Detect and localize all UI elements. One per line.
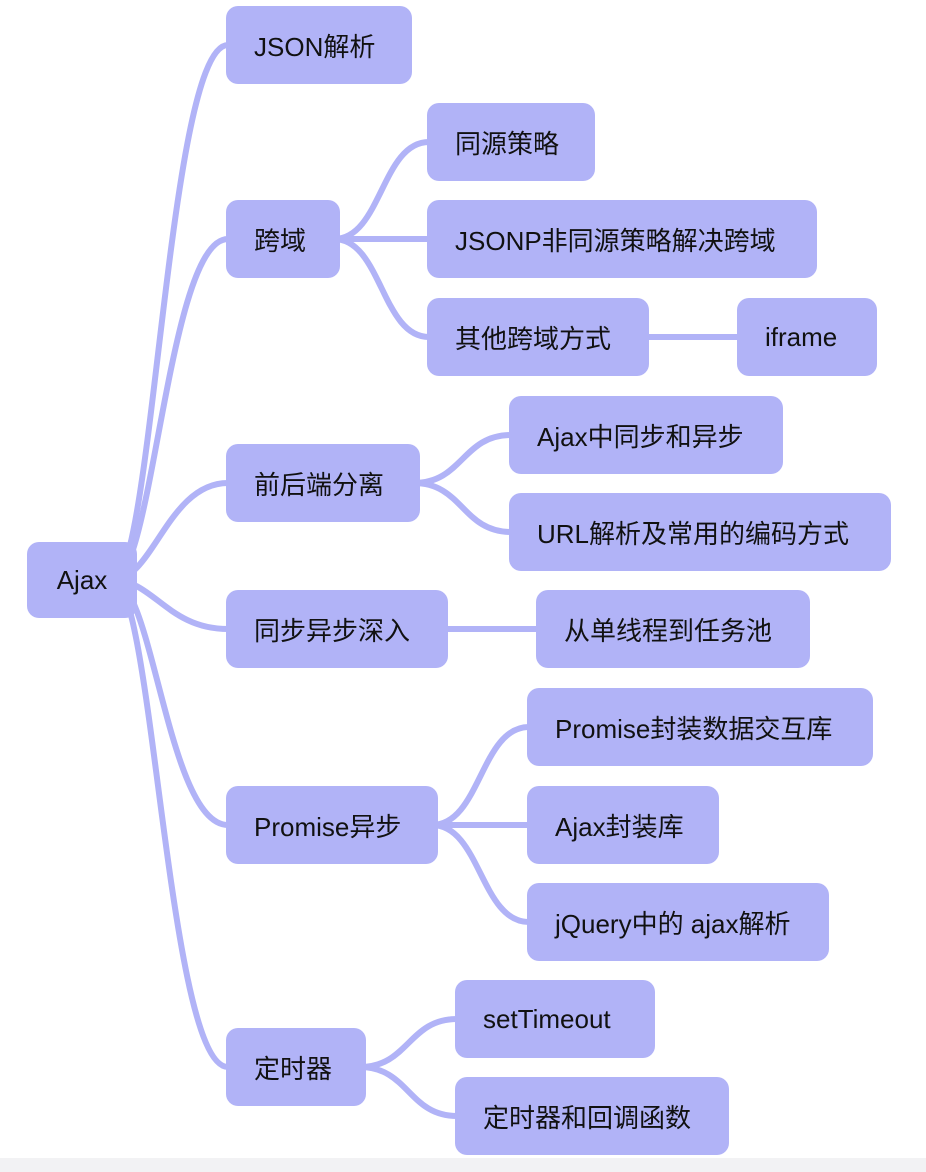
node-url-parse-encoding[interactable]: URL解析及常用的编码方式	[509, 493, 891, 571]
node-label: 定时器和回调函数	[483, 1102, 692, 1133]
node-promise-wrapper-lib[interactable]: Promise封装数据交互库	[527, 688, 873, 766]
node-settimeout[interactable]: setTimeout	[455, 980, 655, 1058]
node-timer[interactable]: 定时器	[226, 1028, 366, 1106]
node-label: URL解析及常用的编码方式	[537, 518, 850, 549]
node-cross-origin[interactable]: 跨域	[226, 200, 340, 278]
node-root[interactable]: Ajax	[27, 542, 137, 618]
node-label: JSONP非同源策略解决跨域	[455, 225, 776, 256]
node-label: jQuery中的 ajax解析	[555, 908, 791, 939]
node-label: 从单线程到任务池	[564, 615, 773, 646]
link-node-cross-origin-to-node-other-cross-origin	[331, 236, 432, 340]
link-node-frontend-backend-separation-to-node-ajax-sync-async	[411, 432, 514, 486]
link-node-promise-async-to-node-promise-wrapper-lib	[429, 724, 532, 828]
link-node-frontend-backend-separation-to-node-url-parse-encoding	[411, 480, 514, 535]
node-label: Promise异步	[254, 811, 402, 842]
node-same-origin-policy[interactable]: 同源策略	[427, 103, 595, 181]
node-sync-async-deep[interactable]: 同步异步深入	[226, 590, 448, 668]
node-label: Ajax封装库	[555, 811, 684, 842]
node-timer-callback[interactable]: 定时器和回调函数	[455, 1077, 729, 1155]
node-label: JSON解析	[254, 31, 376, 62]
node-label: Ajax	[56, 564, 108, 595]
node-frontend-backend-separation[interactable]: 前后端分离	[226, 444, 420, 522]
link-node-root-to-node-json-parse	[110, 42, 231, 583]
node-label: 定时器	[254, 1053, 333, 1084]
link-node-timer-to-node-settimeout	[357, 1016, 460, 1070]
node-ajax-sync-async[interactable]: Ajax中同步和异步	[509, 396, 783, 474]
link-node-cross-origin-to-node-same-origin-policy	[331, 139, 432, 242]
node-label: Ajax中同步和异步	[537, 421, 744, 452]
node-label: 同源策略	[455, 128, 560, 159]
node-label: Promise封装数据交互库	[555, 713, 833, 744]
link-node-timer-to-node-timer-callback	[357, 1064, 460, 1119]
bottom-strip	[0, 1158, 926, 1172]
node-label: 前后端分离	[254, 469, 385, 500]
node-ajax-wrapper-lib[interactable]: Ajax封装库	[527, 786, 719, 864]
link-node-root-to-node-timer	[110, 577, 231, 1070]
node-json-parse[interactable]: JSON解析	[226, 6, 412, 84]
node-label: setTimeout	[483, 1003, 611, 1034]
link-node-promise-async-to-node-jquery-ajax-parse	[429, 822, 532, 925]
node-label: 同步异步深入	[254, 615, 411, 646]
node-promise-async[interactable]: Promise异步	[226, 786, 438, 864]
node-label: iframe	[765, 321, 838, 352]
node-label: 其他跨域方式	[455, 323, 612, 354]
node-single-thread-task-pool[interactable]: 从单线程到任务池	[536, 590, 810, 668]
node-iframe[interactable]: iframe	[737, 298, 877, 376]
node-label: 跨域	[254, 225, 307, 256]
node-jquery-ajax-parse[interactable]: jQuery中的 ajax解析	[527, 883, 829, 961]
link-node-root-to-node-cross-origin	[110, 236, 231, 583]
node-jsonp[interactable]: JSONP非同源策略解决跨域	[427, 200, 817, 278]
node-other-cross-origin[interactable]: 其他跨域方式	[427, 298, 649, 376]
